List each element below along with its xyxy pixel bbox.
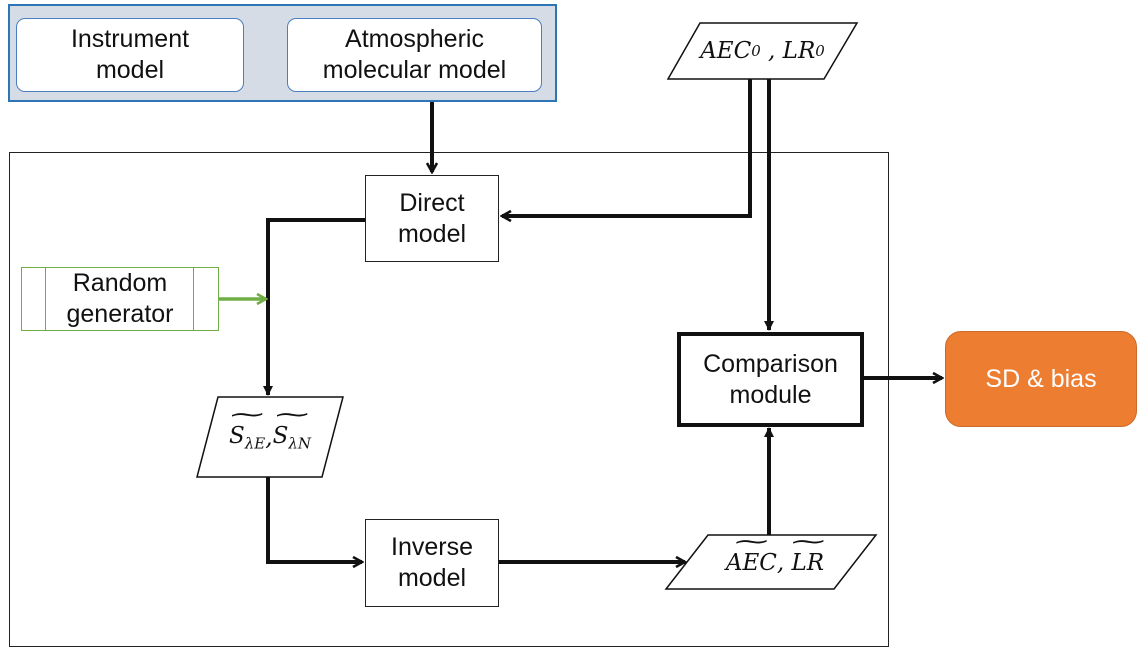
lr0-subscript: 0 — [815, 42, 825, 60]
signal-e-subscript: λE — [244, 434, 266, 453]
lr0-text: LR — [782, 38, 816, 64]
instrument-model-label: Instrument model — [70, 25, 190, 84]
direct-model-box[interactable]: Direct model — [365, 175, 499, 262]
output-sd-bias-box[interactable]: SD & bias — [945, 331, 1137, 427]
lr-estimate: LR — [792, 550, 825, 576]
instrument-model-box[interactable]: Instrument model — [16, 18, 244, 92]
output-sd-bias-label: SD & bias — [985, 364, 1097, 393]
aec0-subscript: 0 — [751, 42, 761, 60]
atmospheric-model-box[interactable]: Atmospheric molecular model — [287, 18, 542, 92]
random-generator-label: Random generator — [66, 269, 174, 328]
signal-n-symbol: S — [272, 423, 289, 450]
aec0-text: AEC — [700, 38, 752, 64]
estimates-separator: , — [776, 550, 792, 576]
aec-estimate: AEC — [726, 550, 777, 576]
simulation-frame — [9, 152, 889, 647]
random-generator-divider-right — [193, 268, 194, 330]
atmospheric-model-label: Atmospheric molecular model — [322, 25, 507, 84]
comparison-module-label: Comparison module — [703, 349, 838, 409]
signals-label: SλE,SλN — [203, 405, 337, 471]
signal-n: SλN — [273, 423, 311, 453]
signals-separator: , — [265, 425, 273, 451]
direct-model-label: Direct model — [397, 188, 467, 248]
signal-e: SλE — [229, 423, 265, 453]
comparison-module-box[interactable]: Comparison module — [677, 332, 864, 427]
arrow-direct-to-signals — [263, 218, 365, 396]
inverse-model-label: Inverse model — [391, 533, 473, 592]
params-separator: , — [760, 38, 783, 64]
random-generator-divider-left — [45, 268, 46, 330]
arrow-signals-to-inverse — [266, 477, 362, 562]
inverse-model-box[interactable]: Inverse model — [365, 519, 499, 607]
input-params-shape — [666, 22, 859, 80]
estimates-label: AEC, LR — [690, 538, 860, 588]
signal-n-subscript: λN — [288, 434, 311, 453]
signal-e-symbol: S — [229, 423, 245, 450]
arrow-params-to-direct — [502, 79, 752, 216]
random-generator-box[interactable]: Random generator — [21, 267, 219, 331]
